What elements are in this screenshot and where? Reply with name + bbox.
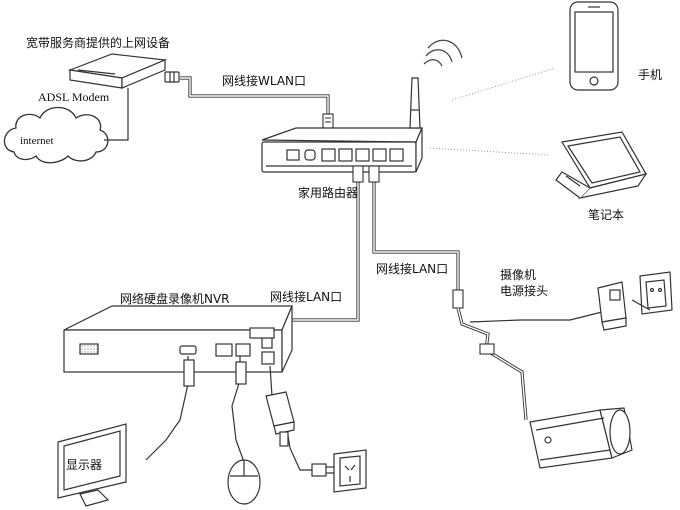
internet-label: internet — [20, 135, 54, 147]
monitor-icon — [57, 423, 127, 507]
power-adapter-icon — [265, 391, 295, 447]
router-label: 家用路由器 — [298, 186, 359, 200]
wifi-signal-icon — [423, 39, 463, 67]
camera-label: 摄像机 — [500, 268, 537, 282]
smartphone-icon — [569, 1, 619, 91]
laptop-label: 笔记本 — [588, 208, 625, 222]
internet-cloud — [3, 106, 109, 164]
wireless-links — [429, 67, 556, 156]
nvr-label: 网络硬盘录像机NVR — [120, 292, 230, 306]
adsl-modem — [67, 53, 180, 89]
camera-lan-cable-label: 网线接LAN口 — [376, 262, 449, 276]
mouse-icon — [227, 459, 261, 505]
wlan-cable — [180, 76, 334, 131]
camera-power-label: 电源接头 — [500, 284, 549, 298]
modem-internet-cable — [104, 88, 129, 141]
modem-label: ADSL Modem — [38, 90, 110, 104]
router — [261, 77, 423, 173]
power-outlet-icon — [311, 449, 367, 493]
phone-label: 手机 — [638, 68, 663, 82]
isp-device-label: 宽带服务商提供的上网设备 — [26, 36, 171, 50]
camera-cables — [456, 307, 603, 421]
camera-power-adapter — [597, 271, 673, 331]
bullet-camera-icon — [529, 407, 633, 469]
laptop-icon — [555, 131, 648, 199]
nvr-lan-cable-label: 网线接LAN口 — [270, 290, 343, 304]
nvr-recorder — [63, 305, 293, 373]
monitor-label: 显示器 — [66, 458, 103, 472]
wlan-cable-label: 网线接WLAN口 — [222, 74, 307, 88]
